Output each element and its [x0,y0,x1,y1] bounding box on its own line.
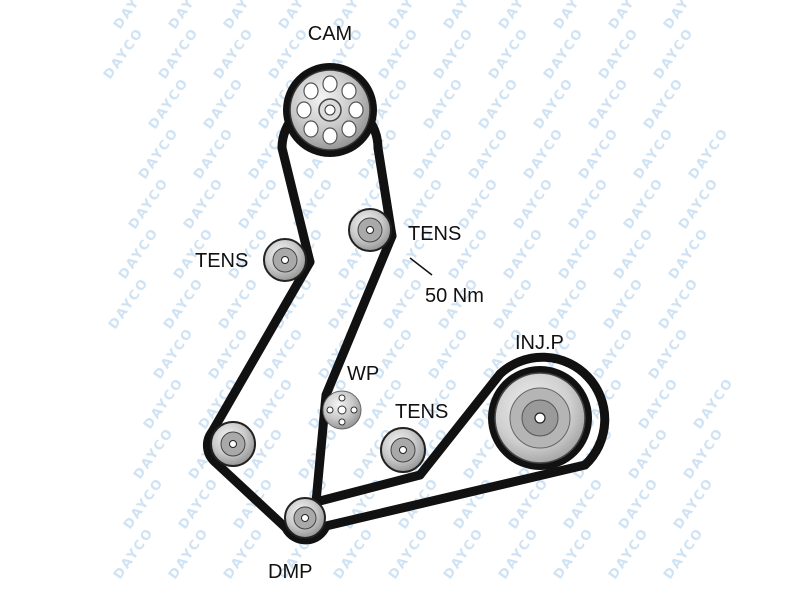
watermark-text: DAYCO [671,475,717,532]
watermark-text: DAYCO [676,175,722,232]
watermark-text: DAYCO [491,275,537,332]
watermark-text: DAYCO [376,25,422,82]
watermark-text: DAYCO [181,175,227,232]
watermark-text: DAYCO [606,525,652,582]
watermark-text: DAYCO [126,175,172,232]
watermark-text: DAYCO [116,225,162,282]
watermark-text: DAYCO [211,25,257,82]
watermark-text: DAYCO [576,125,622,182]
watermark-text: DAYCO [541,25,587,82]
watermark-text: DAYCO [236,175,282,232]
watermark-text: DAYCO [611,225,657,282]
watermark-text: DAYCO [466,125,512,182]
torque-leader-line [409,257,433,276]
watermark-text: DAYCO [561,475,607,532]
watermark-text: DAYCO [191,125,237,182]
watermark-text: DAYCO [646,325,692,382]
watermark-text: DAYCO [496,525,542,582]
watermark-text: DAYCO [666,225,712,282]
watermark-text: DAYCO [201,75,247,132]
cam-label: CAM [308,23,352,45]
watermark-text: DAYCO [141,375,187,432]
watermark-text: DAYCO [591,325,637,382]
watermark-text: DAYCO [441,525,487,582]
tens-lower-label: TENS [395,401,448,423]
watermark-text: DAYCO [651,25,697,82]
left-tensioner-pulley [263,238,307,282]
watermark-text: DAYCO [156,25,202,82]
watermark-text: DAYCO [216,275,262,332]
watermark-text: DAYCO [176,475,222,532]
watermark-text: DAYCO [616,475,662,532]
watermark-text: DAYCO [486,25,532,82]
watermark-text: DAYCO [661,525,707,582]
upper-right-tensioner-pulley [348,208,392,252]
tens-upper-right-label: TENS [408,223,461,245]
watermark-text: DAYCO [521,125,567,182]
watermark-text: DAYCO [681,425,727,482]
water-pump-pulley [322,390,362,430]
inj-p-label: INJ.P [515,332,564,354]
injection-pump-pulley [488,366,592,470]
watermark-text: DAYCO [626,425,672,482]
watermark-text: DAYCO [131,425,177,482]
watermark-text: DAYCO [161,275,207,332]
watermark-text: DAYCO [121,475,167,532]
watermark-text: DAYCO [551,525,597,582]
watermark-text: DAYCO [601,275,647,332]
watermark-text: DAYCO [426,325,472,382]
lower-tensioner-pulley [380,427,426,473]
left-idler-pulley [210,421,256,467]
watermark-text: DAYCO [641,75,687,132]
watermark-text: DAYCO [511,175,557,232]
watermark-text: DAYCO [686,125,732,182]
watermark-text: DAYCO [621,175,667,232]
dmp-label: DMP [268,561,312,583]
watermark-text: DAYCO [151,325,197,382]
watermark-text: DAYCO [431,25,477,82]
torque-label: 50 Nm [425,285,484,307]
watermark-text: DAYCO [501,225,547,282]
watermark-text: DAYCO [411,125,457,182]
watermark-text: DAYCO [251,375,297,432]
watermark-text: DAYCO [421,75,467,132]
watermark-text: DAYCO [531,75,577,132]
watermark-text: DAYCO [691,375,737,432]
tens-left-label: TENS [195,250,248,272]
watermark-text: DAYCO [656,275,702,332]
watermark-text: DAYCO [596,25,642,82]
watermark-text: DAYCO [636,375,682,432]
watermark-text: DAYCO [101,25,147,82]
watermark-text: DAYCO [586,75,632,132]
watermark-text: DAYCO [476,75,522,132]
watermark-text: DAYCO [146,75,192,132]
cam-sprocket [283,63,377,157]
watermark-text: DAYCO [221,525,267,582]
watermark-text: DAYCO [381,275,427,332]
watermark-text: DAYCO [331,525,377,582]
watermark-text: DAYCO [566,175,612,232]
watermark-text: DAYCO [111,525,157,582]
damper-pulley [284,497,326,539]
wp-label: WP [347,363,379,385]
watermark-text: DAYCO [386,525,432,582]
watermark-text: DAYCO [631,125,677,182]
watermark-text: DAYCO [166,525,212,582]
watermark-text: DAYCO [106,275,152,332]
watermark-text: DAYCO [556,225,602,282]
watermark-text: DAYCO [136,125,182,182]
watermark-text: DAYCO [546,275,592,332]
watermark-text: DAYCO [456,175,502,232]
